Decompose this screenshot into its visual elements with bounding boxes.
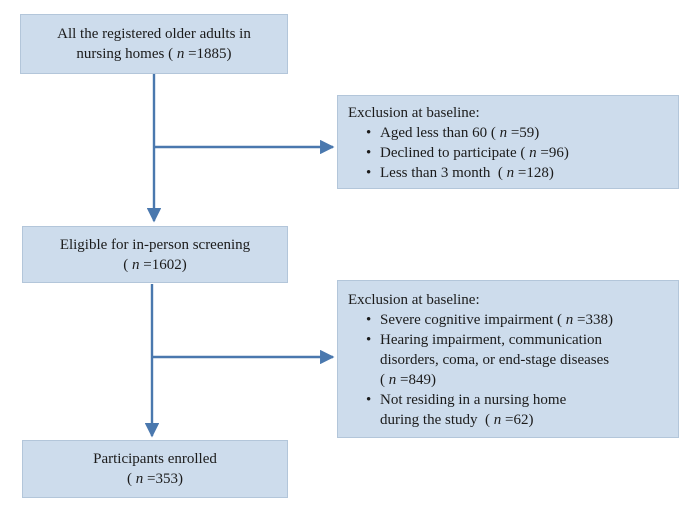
list-item: Severe cognitive impairment ( n =338) — [366, 310, 670, 330]
node-eligible-label: Eligible for in-person screening ( n =16… — [59, 236, 251, 273]
list-item: Declined to participate ( n =96) — [366, 143, 670, 163]
node-population-label: All the registered older adults in nursi… — [57, 26, 251, 62]
list-item: Not residing in a nursing home during th… — [366, 390, 670, 430]
exclusion1-list: Aged less than 60 ( n =59) Declined to p… — [348, 123, 670, 183]
list-item: Less than 3 month ( n =128) — [366, 163, 670, 183]
exclusion1-title: Exclusion at baseline: — [348, 105, 480, 121]
node-population: All the registered older adults in nursi… — [20, 14, 288, 74]
list-item: Hearing impairment, communication disord… — [366, 330, 670, 390]
exclusion2-list: Severe cognitive impairment ( n =338) He… — [348, 310, 670, 430]
node-exclusion-baseline-2: Exclusion at baseline: Severe cognitive … — [337, 280, 679, 438]
exclusion2-title: Exclusion at baseline: — [348, 292, 480, 308]
node-enrolled: Participants enrolled ( n =353) — [22, 440, 288, 498]
node-exclusion-baseline-1: Exclusion at baseline: Aged less than 60… — [337, 95, 679, 189]
node-enrolled-label: Participants enrolled ( n =353) — [93, 451, 217, 487]
node-eligible: Eligible for in-person screening ( n =16… — [22, 226, 288, 283]
list-item: Aged less than 60 ( n =59) — [366, 123, 670, 143]
